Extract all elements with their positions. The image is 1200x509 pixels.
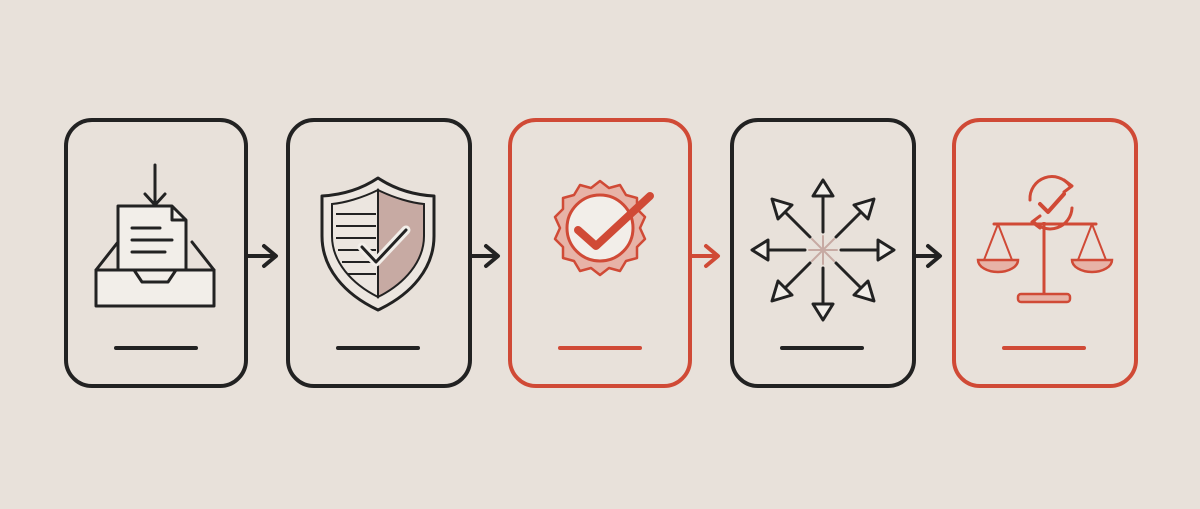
connector-arrow-1 xyxy=(244,244,278,268)
balance-scale-refresh-check-icon xyxy=(976,175,1114,304)
distribute-arrows-icon xyxy=(750,178,896,322)
connector-arrow-3 xyxy=(688,244,720,268)
step-card-5 xyxy=(952,118,1138,388)
distribute-center-burst xyxy=(808,235,838,265)
verified-badge-check-icon xyxy=(553,179,654,277)
step-card-2 xyxy=(286,118,472,388)
inbox-document-download-icon xyxy=(94,163,216,308)
step-card-4 xyxy=(730,118,916,388)
step-card-3 xyxy=(508,118,692,388)
connector-arrow-2 xyxy=(468,244,500,268)
step-card-1 xyxy=(64,118,248,388)
shield-check-icon xyxy=(320,176,436,312)
connector-arrow-4 xyxy=(912,244,942,268)
